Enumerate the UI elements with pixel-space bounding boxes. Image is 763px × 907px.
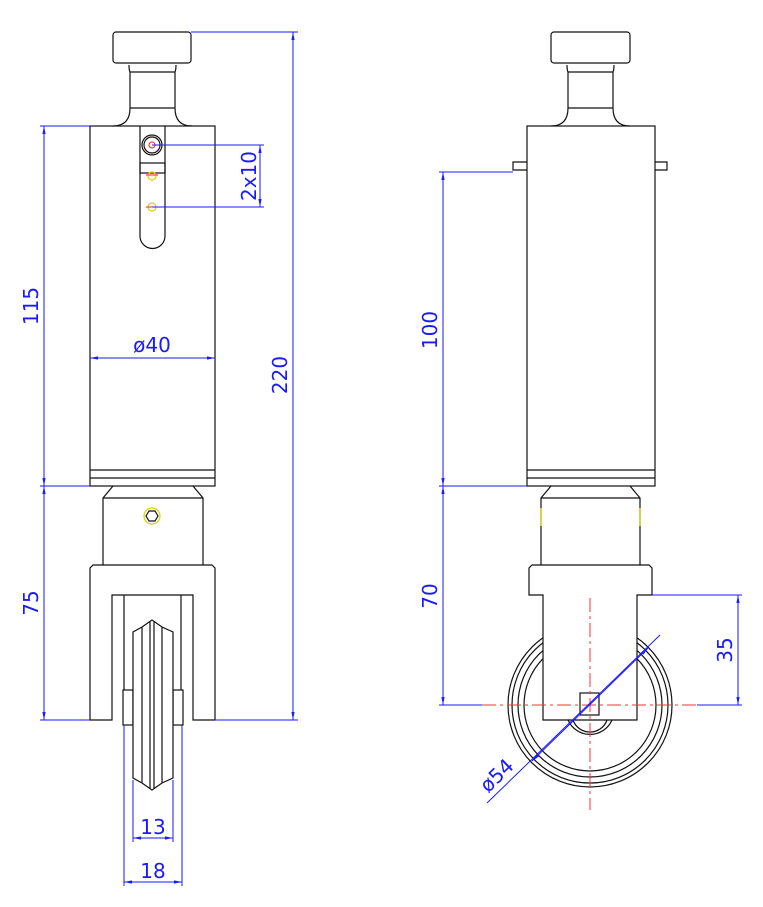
dim-2x10: 2x10 bbox=[237, 151, 261, 201]
hole bbox=[147, 171, 157, 181]
dim-35: 35 bbox=[713, 637, 737, 662]
dim-220: 220 bbox=[268, 356, 292, 394]
knob bbox=[550, 31, 631, 64]
dim-18: 18 bbox=[140, 859, 165, 883]
neck bbox=[112, 64, 193, 127]
knob bbox=[112, 31, 192, 64]
body bbox=[526, 125, 656, 487]
side-tabs bbox=[512, 161, 668, 171]
dim-70: 70 bbox=[418, 583, 442, 608]
dim-100: 100 bbox=[418, 311, 442, 349]
dim-115: 115 bbox=[19, 287, 43, 325]
side-view bbox=[482, 31, 697, 810]
axle-washer bbox=[122, 689, 134, 726]
neck bbox=[550, 64, 631, 127]
wheel bbox=[132, 619, 174, 791]
dim-13: 13 bbox=[140, 815, 165, 839]
slot bbox=[139, 126, 166, 250]
dim-diameter-40: ø40 bbox=[133, 333, 171, 357]
hex-bolt bbox=[143, 507, 161, 525]
front-view bbox=[89, 31, 216, 791]
dim-diameter-54: ø54 bbox=[475, 754, 519, 797]
front-dimensions: 220 115 75 2x10 ø40 13 18 bbox=[19, 31, 298, 886]
body bbox=[89, 125, 216, 487]
dim-75: 75 bbox=[19, 590, 43, 615]
axle-washer bbox=[172, 689, 184, 726]
collar bbox=[102, 485, 204, 565]
collar bbox=[540, 485, 641, 565]
